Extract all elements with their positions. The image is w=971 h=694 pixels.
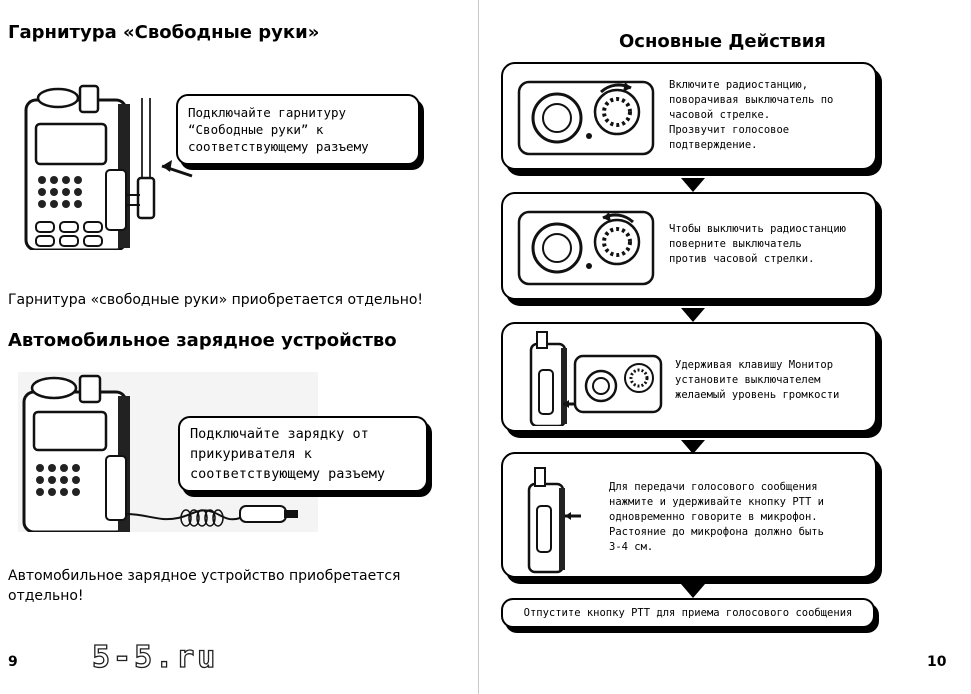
basic-actions-title: Основные Действия [619, 31, 826, 52]
headset-radio-illustration [24, 84, 193, 250]
step-set-volume: Удерживая клавишу Монитор установите вык… [501, 322, 877, 432]
step-2-line: Чтобы выключить радиостанцию [669, 223, 847, 235]
step-1-line: поворачивая выключатель по [669, 94, 834, 106]
down-arrow-icon [681, 178, 705, 192]
step-4-line: 3-4 см. [609, 541, 654, 553]
monitor-key-icon [529, 331, 663, 426]
step-1-line: Включите радиостанцию, [669, 79, 809, 91]
volume-knob-icon [517, 80, 655, 156]
volume-knob-icon [517, 210, 655, 286]
step-4-text: Для передачи голосового сообщения нажмит… [609, 480, 824, 555]
headset-callout-line: “Свободные руки” к [188, 122, 324, 137]
down-arrow-icon [681, 440, 705, 454]
ptt-button-icon [527, 467, 581, 574]
charger-callout-line: Подключайте зарядку от [190, 426, 369, 442]
step-2-line: поверните выключатель [669, 238, 802, 250]
watermark-logo: 5-5.ru [91, 639, 219, 675]
step-1-line: Прозвучит голосовое [669, 124, 790, 136]
step-4-line: нажмите и удерживайте кнопку PTT и [609, 496, 824, 508]
charger-callout-line: соответствующему разъему [190, 466, 386, 482]
charger-callout: Подключайте зарядку от прикуривателя к с… [178, 416, 428, 492]
step-4-line: одновременно говорите в микрофон. [609, 511, 818, 523]
step-3-line: Удерживая клавишу Монитор [675, 359, 834, 371]
headset-callout-line: Подключайте гарнитуру [188, 105, 347, 120]
charger-note: Автомобильное зарядное устройство приобр… [8, 566, 400, 606]
step-1-line: подтверждение. [669, 139, 758, 151]
step-2-line: против часовой стрелки. [669, 253, 815, 265]
step-4-line: Растояние до микрофона должно быть [609, 526, 824, 538]
page-gutter [478, 0, 479, 694]
headset-callout-line: соответствующему разъему [188, 139, 369, 154]
step-power-off: Чтобы выключить радиостанцию поверните в… [501, 192, 877, 300]
step-3-line: желаемый уровень громкости [675, 389, 840, 401]
left-page: Гарнитура «Свободные руки» Подключайте г… [0, 0, 478, 694]
step-release-ptt: Отпустите кнопку PTT для приема голосово… [501, 598, 875, 628]
charger-title: Автомобильное зарядное устройство [8, 330, 397, 351]
step-3-text: Удерживая клавишу Монитор установите вык… [675, 358, 839, 403]
charger-note-line: Автомобильное зарядное устройство приобр… [8, 568, 401, 584]
step-1-line: часовой стрелке. [669, 109, 771, 121]
step-2-text: Чтобы выключить радиостанцию поверните в… [669, 222, 846, 267]
step-3-line: установите выключателем [675, 374, 821, 386]
charger-callout-line: прикуривателя к [190, 446, 312, 462]
step-1-text: Включите радиостанцию, поворачивая выклю… [669, 78, 833, 153]
headset-callout: Подключайте гарнитуру “Свободные руки” к… [176, 94, 420, 165]
headset-note: Гарнитура «свободные руки» приобретается… [8, 292, 424, 308]
step-power-on: Включите радиостанцию, поворачивая выклю… [501, 62, 877, 170]
page-number-left: 9 [8, 654, 18, 670]
down-arrow-icon [681, 584, 705, 598]
step-transmit: Для передачи голосового сообщения нажмит… [501, 452, 877, 578]
step-4-line: Для передачи голосового сообщения [609, 481, 818, 493]
charger-note-line: отдельно! [8, 588, 84, 604]
down-arrow-icon [681, 308, 705, 322]
page-number-right: 10 [927, 654, 947, 670]
right-page: Основные Действия Включите радиостанцию,… [479, 0, 971, 694]
headset-title: Гарнитура «Свободные руки» [8, 22, 320, 43]
